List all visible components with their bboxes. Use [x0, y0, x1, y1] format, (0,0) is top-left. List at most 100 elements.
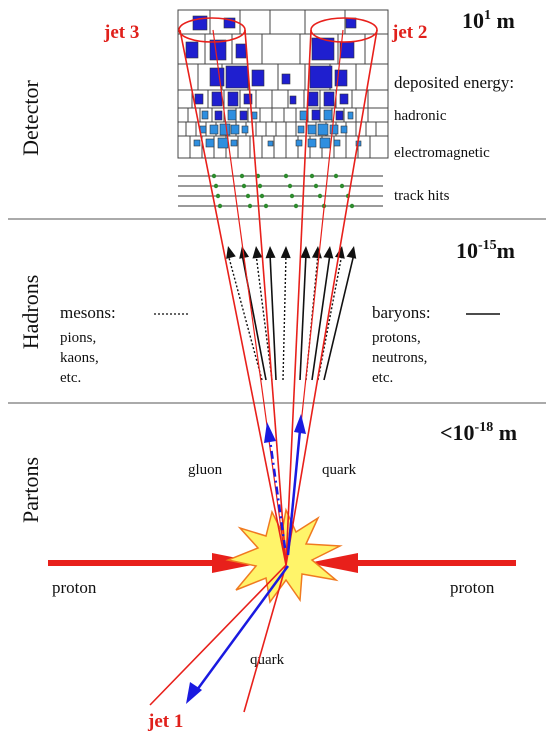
track-hit-dot — [263, 203, 269, 209]
energy-deposit — [345, 17, 357, 29]
label-hadronic: hadronic — [394, 108, 447, 124]
energy-deposit — [209, 67, 225, 87]
baryon-track — [299, 253, 307, 381]
proton-beam-left — [48, 553, 262, 573]
energy-deposit — [339, 93, 349, 105]
label-neutrons: neutrons, — [372, 350, 427, 366]
energy-deposit — [225, 65, 249, 89]
energy-deposit — [319, 137, 331, 149]
energy-deposit — [311, 37, 335, 61]
energy-deposit — [307, 138, 317, 148]
hadron-arrowhead — [239, 246, 250, 259]
energy-deposit — [217, 137, 229, 149]
label-jet2: jet 2 — [391, 22, 427, 43]
track-hit-dot — [257, 183, 263, 189]
hadron-arrowhead — [323, 246, 334, 259]
parton-arrows — [186, 414, 306, 704]
scale-hadrons: 10-15m — [456, 238, 515, 263]
detector-layer-4 — [177, 89, 389, 109]
energy-deposit — [329, 124, 339, 135]
energy-deposit — [239, 110, 248, 121]
track-hit-dot — [349, 203, 355, 209]
label-proton-left: proton — [52, 578, 97, 597]
energy-deposit — [340, 125, 348, 134]
energy-deposit — [230, 124, 240, 135]
proton-beam-right — [308, 553, 516, 573]
track-hit-dot — [245, 193, 251, 199]
energy-deposit — [193, 139, 201, 147]
scale-detector: 101 m — [462, 8, 515, 33]
energy-deposit — [323, 109, 333, 121]
track-hit-dot — [215, 193, 221, 199]
baryon-track — [311, 253, 331, 381]
track-hit-dot — [239, 173, 245, 179]
track-hit-dot — [313, 183, 319, 189]
label-baryons: baryons: — [372, 303, 431, 322]
jet2-cone-edge-left — [285, 29, 312, 566]
energy-deposit — [230, 139, 238, 147]
track-hit-dot — [213, 183, 219, 189]
track-hit-dot — [309, 173, 315, 179]
energy-deposit — [201, 110, 209, 120]
label-quark-lower: quark — [250, 652, 285, 668]
label-gluon: gluon — [188, 462, 223, 478]
track-hit-dot — [317, 193, 323, 199]
scale-partons: <10-18 m — [440, 420, 517, 445]
hadron-arrowhead — [252, 246, 263, 259]
energy-deposit — [295, 139, 303, 147]
track-hit-dot — [259, 193, 265, 199]
energy-deposit — [235, 43, 247, 59]
label-quark-upper: quark — [322, 462, 357, 478]
track-hit-dot — [333, 173, 339, 179]
track-hit-dot — [241, 183, 247, 189]
energy-deposit — [347, 111, 354, 120]
label-protons: protons, — [372, 330, 421, 346]
meson-track — [317, 253, 343, 381]
energy-deposit — [251, 111, 258, 120]
hadron-arrowhead — [280, 246, 291, 259]
label-baryons-etc: etc. — [372, 370, 393, 386]
energy-deposit — [219, 123, 231, 136]
energy-deposit — [223, 17, 236, 29]
energy-deposit — [307, 91, 319, 107]
label-electromagnetic: electromagnetic — [394, 145, 490, 161]
meson-track — [255, 253, 273, 381]
label-kaons: kaons, — [60, 350, 99, 366]
energy-deposit — [299, 110, 308, 121]
energy-deposit — [289, 95, 297, 105]
label-proton-right: proton — [450, 578, 495, 597]
label-pions: pions, — [60, 330, 96, 346]
track-hit-dot — [283, 173, 289, 179]
track-hit-dot — [287, 183, 293, 189]
label-mesons: mesons: — [60, 303, 116, 322]
energy-deposit — [281, 73, 291, 85]
section-label-hadrons: Hadrons — [18, 275, 43, 350]
energy-deposit — [251, 69, 265, 87]
energy-deposit — [267, 140, 274, 147]
detector-layer-2 — [177, 33, 389, 65]
energy-deposit — [333, 139, 341, 147]
jet1-edge-right — [243, 564, 287, 713]
track-hit-dot — [339, 183, 345, 189]
energy-deposit — [185, 41, 199, 59]
hadron-arrowhead — [226, 246, 236, 259]
label-jet3: jet 3 — [103, 22, 139, 43]
track-hit-dot — [293, 203, 299, 209]
jet3-cone-ellipse — [178, 17, 246, 43]
label-jet1: jet 1 — [147, 711, 183, 732]
track-hit-dot — [247, 203, 253, 209]
energy-deposit — [227, 91, 239, 107]
detector-layer-7 — [177, 135, 389, 159]
energy-deposit — [311, 109, 321, 121]
jet3-cone-edge-right — [244, 29, 287, 566]
jet2-cone-edge-right — [285, 29, 378, 566]
energy-deposit — [227, 109, 237, 121]
energy-deposit — [335, 110, 344, 121]
energy-deposit — [323, 91, 335, 107]
hadron-arrowhead — [300, 246, 311, 259]
jet3-axis — [212, 29, 287, 566]
jet1-edge-left — [149, 564, 287, 706]
energy-deposit — [297, 125, 305, 134]
energy-deposit — [209, 124, 219, 135]
